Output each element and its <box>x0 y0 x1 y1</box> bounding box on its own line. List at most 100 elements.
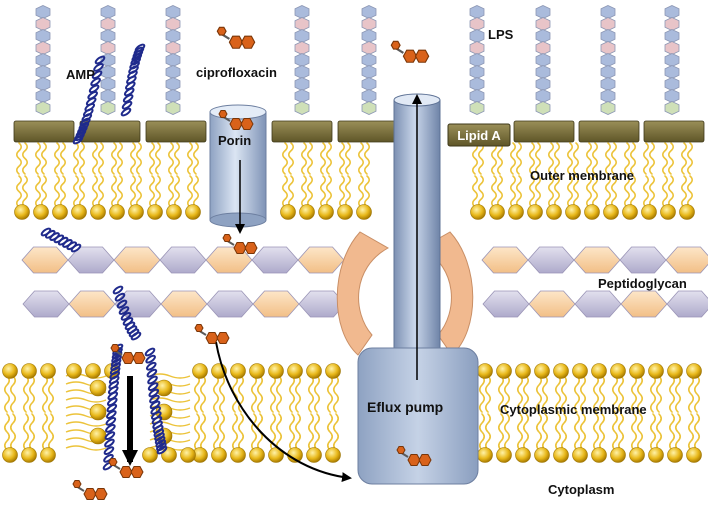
lps-sugar-unit <box>165 29 181 43</box>
lps-sugar-unit <box>100 29 116 43</box>
lipid-head <box>14 204 30 220</box>
lipid-head <box>89 403 107 421</box>
lipid-head <box>192 363 208 379</box>
lps-sugar-unit <box>35 29 51 43</box>
lipid-head <box>306 363 322 379</box>
lps-sugar-unit <box>35 17 51 31</box>
lps-sugar-unit <box>469 17 485 31</box>
lps-sugar-unit <box>361 65 377 79</box>
lipid-head <box>161 447 177 463</box>
lipid-head <box>52 204 68 220</box>
lps-sugar-unit <box>600 65 616 79</box>
lipid-head <box>546 204 562 220</box>
lps-sugar-unit <box>100 101 116 115</box>
lipid-head <box>66 363 82 379</box>
lipid-a-block <box>271 120 333 143</box>
lipid-head <box>679 204 695 220</box>
peptidoglycan-unit <box>251 246 299 274</box>
lipid-head <box>641 204 657 220</box>
lipid-head <box>147 204 163 220</box>
lipid-head <box>211 447 227 463</box>
lipid-head <box>180 447 196 463</box>
lps-label: LPS <box>488 27 514 42</box>
lps-sugar-unit <box>600 29 616 43</box>
lps-sugar-unit <box>664 101 680 115</box>
amp-helix-icon <box>120 43 146 117</box>
lps-sugar-unit <box>294 17 310 31</box>
lps-sugar-unit <box>35 53 51 67</box>
outer-membrane-bilayer <box>13 120 705 220</box>
ciprofloxacin-molecule-icon <box>216 26 256 49</box>
lps-sugar-unit <box>469 5 485 19</box>
lps-sugar-unit <box>100 41 116 55</box>
amp-label: AMP <box>66 67 95 82</box>
amp-helix-icon <box>72 55 106 145</box>
lipid-head <box>280 204 296 220</box>
lipid-head <box>21 363 37 379</box>
lps-sugar-unit <box>469 29 485 43</box>
ciprofloxacin-molecule-icon <box>194 324 230 344</box>
lipid-a-block <box>13 120 75 143</box>
lipid-head <box>534 363 550 379</box>
lipid-head <box>553 363 569 379</box>
amp-peptides <box>40 43 168 471</box>
lipid-head <box>230 447 246 463</box>
ciprofloxacin-molecule-icon <box>222 234 258 254</box>
lps-sugar-unit <box>535 89 551 103</box>
ciprofloxacin-molecule-icon <box>218 110 254 130</box>
pump-clamp-left <box>336 231 390 356</box>
lps-sugar-unit <box>600 53 616 67</box>
pump-body <box>357 347 479 485</box>
lps-sugar-unit <box>165 101 181 115</box>
lipid-head <box>667 447 683 463</box>
lipid-head <box>85 363 101 379</box>
lps-sugar-unit <box>664 17 680 31</box>
lipid-head <box>2 447 18 463</box>
lipid-a-block <box>337 120 399 143</box>
lipid-head <box>534 447 550 463</box>
lps-sugar-unit <box>664 89 680 103</box>
lps-sugar-unit <box>35 5 51 19</box>
lipid-head <box>515 447 531 463</box>
lps-sugar-unit <box>35 101 51 115</box>
lps-sugar-unit <box>165 53 181 67</box>
lps-sugar-unit <box>361 101 377 115</box>
lipid-head <box>356 204 372 220</box>
lps-sugar-unit <box>35 77 51 91</box>
lipid-head <box>591 363 607 379</box>
lps-sugar-unit <box>294 77 310 91</box>
lps-sugar-unit <box>664 77 680 91</box>
peptidoglycan-unit <box>620 290 668 318</box>
peptidoglycan-unit <box>113 246 161 274</box>
lipid-head <box>299 204 315 220</box>
lps-sugar-unit <box>165 89 181 103</box>
lps-sugar-unit <box>100 17 116 31</box>
peptidoglycan-layer <box>21 246 708 318</box>
ciprofloxacin-molecule-icon <box>72 480 108 500</box>
lipid-head <box>489 204 505 220</box>
lipid-head <box>667 363 683 379</box>
lps-sugar-unit <box>361 41 377 55</box>
lps-sugar-unit <box>294 101 310 115</box>
lps-sugar-unit <box>294 29 310 43</box>
lipid-a-block <box>513 120 575 143</box>
peptidoglycan-unit <box>22 290 70 318</box>
lps-sugar-unit <box>600 5 616 19</box>
lps-sugar-unit <box>100 89 116 103</box>
lps-sugar-unit <box>664 29 680 43</box>
peptidoglycan-unit <box>573 246 621 274</box>
peptidoglycan-unit <box>481 246 529 274</box>
lps-chains <box>35 5 680 115</box>
peptidoglycan-unit <box>206 290 254 318</box>
outer-membrane-label: Outer membrane <box>530 168 634 183</box>
lipid-head <box>508 204 524 220</box>
lps-sugar-unit <box>361 89 377 103</box>
lps-sugar-unit <box>165 17 181 31</box>
lps-sugar-unit <box>469 41 485 55</box>
ciprofloxacin-molecule-icon <box>108 458 144 478</box>
lipid-head <box>40 447 56 463</box>
lps-sugar-unit <box>361 77 377 91</box>
lipid-a-label: Lipid A <box>457 128 501 143</box>
